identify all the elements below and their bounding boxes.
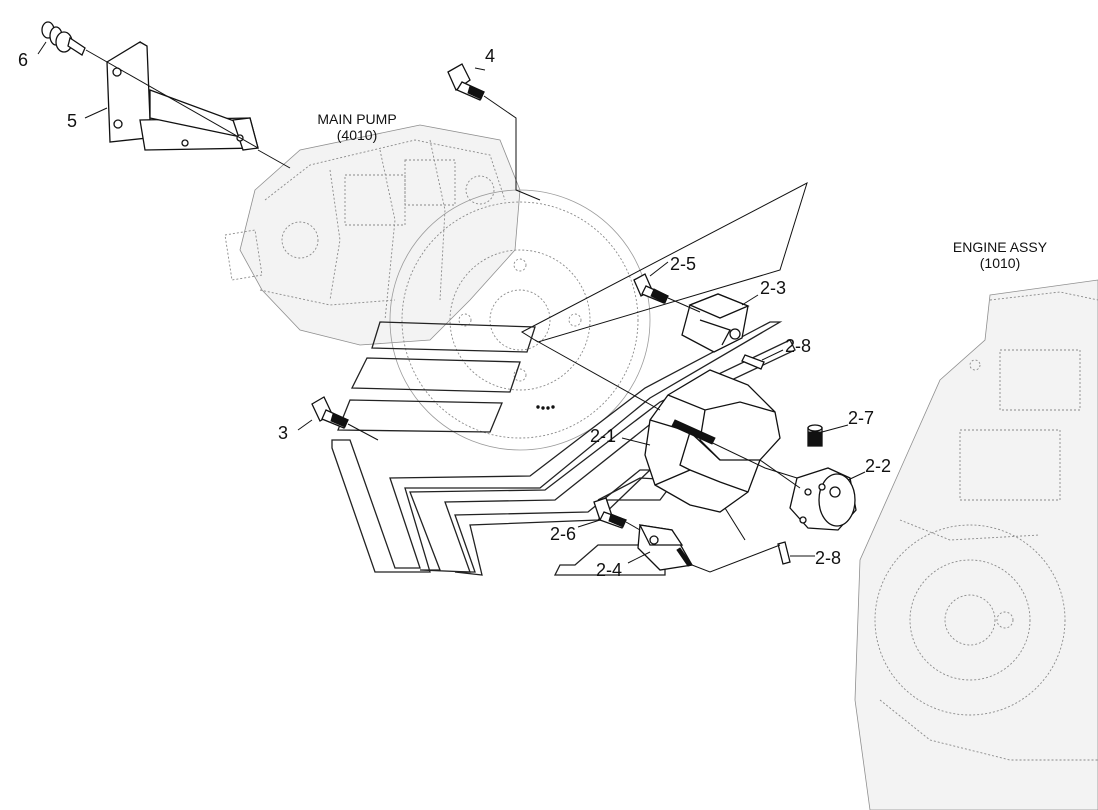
callout-2-8-upper: 2-8 [785,336,811,356]
pin-part-2-8-upper [741,354,765,370]
flywheel-ghost-drawing [389,189,651,451]
callout-6: 6 [18,50,28,70]
engine-assy-label: ENGINE ASSY (1010) [953,239,1048,271]
callout-2-2: 2-2 [865,456,891,476]
callout-2-4: 2-4 [596,560,622,580]
bracket-part-5 [106,41,259,151]
bolt-part-2-5 [633,273,669,304]
callout-5: 5 [67,111,77,131]
main-pump-ghost-drawing [224,124,521,346]
set-screw-part-2-7 [807,424,823,447]
hub-part-2-2 [789,467,857,531]
block-part-2-3 [681,293,750,353]
bolt-part-4 [447,63,485,101]
bolt-part-3 [311,396,349,429]
callout-2-5: 2-5 [670,254,696,274]
callout-2-8-lower: 2-8 [815,548,841,568]
callout-4: 4 [485,46,495,66]
engine-assy-code: (1010) [980,255,1020,271]
engine-assy-ghost-drawing [854,279,1098,810]
main-pump-label: MAIN PUMP (4010) [317,111,396,143]
callout-2-7: 2-7 [848,408,874,428]
pin-part-2-8-lower [777,541,791,565]
callout-labels: 6 5 4 3 2-1 2-2 2-3 2-4 2-5 2-6 2-7 2-8 … [18,46,891,580]
callout-2-1: 2-1 [590,426,616,446]
engine-assy-name: ENGINE ASSY [953,239,1048,255]
main-pump-name: MAIN PUMP [317,111,396,127]
projection-outline [520,181,808,343]
bolt-part-6 [41,21,86,56]
callout-2-3: 2-3 [760,278,786,298]
block-part-2-4 [637,524,694,571]
callout-3: 3 [278,423,288,443]
rubber-coupling-part-2-1 [644,369,781,513]
callout-2-6: 2-6 [550,524,576,544]
main-pump-code: (4010) [337,127,377,143]
bolt-part-2-6 [593,497,627,529]
leader-lines [37,41,866,573]
